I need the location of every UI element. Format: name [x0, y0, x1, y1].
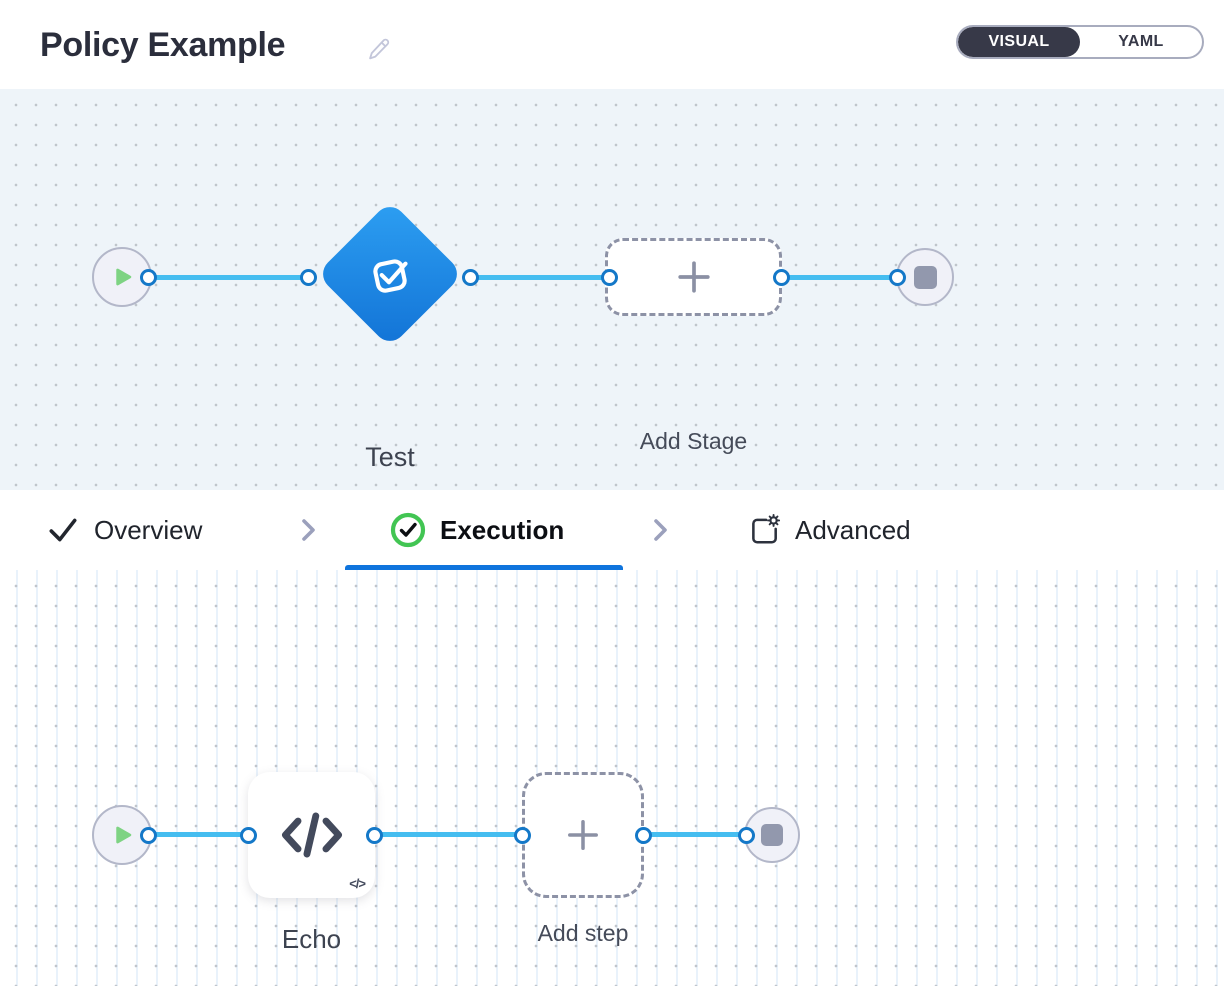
play-icon [116, 826, 132, 844]
add-step-button[interactable] [522, 772, 644, 898]
chevron-right-icon [654, 519, 667, 541]
visual-yaml-toggle: VISUAL YAML [956, 25, 1204, 59]
code-icon [281, 812, 342, 858]
connector-port[interactable] [773, 269, 790, 286]
connector-port[interactable] [366, 827, 383, 844]
stage-config-tabbar: Overview Execution Advanced [0, 490, 1224, 570]
stage-canvas[interactable]: Test Add Stage [0, 89, 1224, 490]
edge-line [148, 275, 308, 280]
add-step-label: Add step [537, 920, 629, 946]
connector-port[interactable] [462, 269, 479, 286]
tab-advanced-label: Advanced [795, 514, 911, 545]
chevron-right-icon [302, 519, 315, 541]
edge-line [375, 832, 523, 837]
step-node-echo[interactable]: </> [248, 772, 375, 898]
check-circle-icon [390, 512, 426, 548]
connector-port[interactable] [635, 827, 652, 844]
connector-port[interactable] [140, 827, 157, 844]
toggle-yaml-button[interactable]: YAML [1118, 33, 1164, 50]
connector-port[interactable] [889, 269, 906, 286]
connector-port[interactable] [140, 269, 157, 286]
active-tab-underline [345, 565, 623, 570]
stop-icon [913, 265, 937, 289]
connector-port[interactable] [601, 269, 618, 286]
connector-port[interactable] [514, 827, 531, 844]
edit-title-button[interactable] [366, 36, 392, 62]
edge-line [643, 832, 746, 837]
connector-port[interactable] [240, 827, 257, 844]
tab-advanced[interactable]: Advanced [747, 490, 911, 570]
play-icon [116, 268, 132, 286]
edge-line [781, 275, 897, 280]
page-title: Policy Example [40, 26, 286, 64]
connector-port[interactable] [300, 269, 317, 286]
edge-line [148, 832, 248, 837]
step-type-badge: </> [349, 876, 366, 891]
step-label: Echo [281, 924, 342, 954]
connector-port[interactable] [738, 827, 755, 844]
tab-execution-label: Execution [440, 514, 565, 545]
header: Policy Example VISUAL YAML [0, 0, 1224, 89]
plus-icon [677, 261, 710, 293]
stop-icon [761, 824, 783, 846]
tab-execution[interactable]: Execution [390, 490, 564, 570]
pencil-icon [369, 38, 390, 60]
plus-icon [568, 820, 598, 850]
advanced-gear-icon [752, 513, 781, 544]
edge-line [470, 275, 609, 280]
add-stage-label: Add Stage [639, 428, 748, 454]
add-stage-button[interactable] [605, 238, 782, 316]
tab-overview-label: Overview [94, 514, 203, 545]
execution-step-canvas[interactable]: </> Echo Add step [0, 570, 1224, 986]
check-icon [49, 518, 77, 542]
stage-node-test[interactable] [316, 200, 464, 348]
tab-overview[interactable]: Overview [46, 490, 202, 570]
toggle-visual-button[interactable]: VISUAL [958, 27, 1080, 57]
approval-check-icon [373, 259, 408, 293]
stage-label: Test [365, 442, 415, 472]
